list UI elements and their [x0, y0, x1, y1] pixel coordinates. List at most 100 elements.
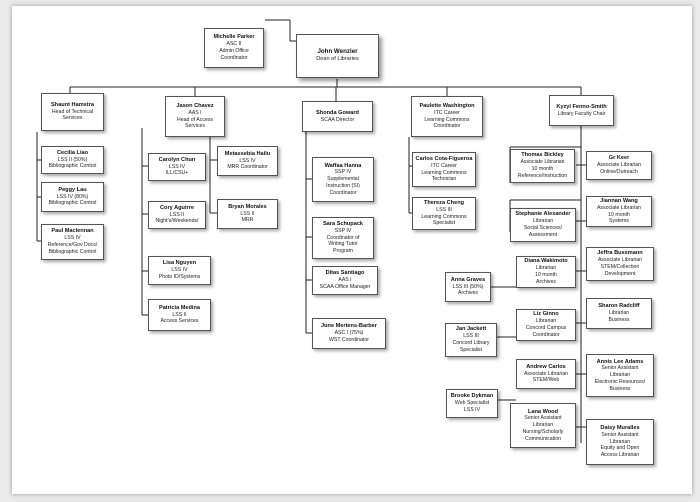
node-name: Ditas Santiago	[325, 270, 365, 277]
org-node-thereza-cheng: Thereza Cheng LSS III Learning Commons S…	[412, 197, 476, 230]
org-node-lana-wood: Lana Wood Senior Assistant Librarian Nur…	[510, 403, 576, 448]
node-name: Gr Keer	[608, 155, 630, 162]
node-title: LSS III Concord Library Specialist	[452, 333, 490, 353]
node-title: SCAA Director	[320, 116, 355, 123]
node-title: Web Specialist LSS IV	[454, 400, 490, 413]
node-title: LSS IV Photo ID/Systems	[158, 267, 201, 280]
org-node-bryan-morales: Bryan Morales LSS II MRR	[217, 199, 278, 229]
node-name: Anna Graves	[450, 276, 486, 283]
node-name: June Mertens-Barber	[321, 323, 377, 330]
org-node-liz-ginno: Liz Ginno Librarian Concord Campus Coord…	[516, 309, 576, 341]
node-name: Metassebia Hailu	[224, 150, 271, 157]
node-title: Librarian Social Sciences/ Assessment	[523, 218, 563, 238]
org-node-ditas-santiago: Ditas Santiago AAS I SCAA Office Manager	[312, 266, 378, 295]
node-title: Dean of Libraries	[316, 56, 359, 63]
node-title: ASC I (75%) WST Coordinator	[329, 330, 369, 343]
org-node-sara-schupack: Sara Schupack SSP IV Coordinator of Writ…	[312, 217, 374, 259]
node-title: Senior Assistant Librarian Nursing/Schol…	[522, 415, 564, 442]
node-title: Librarian Concord Campus Coordinator	[525, 318, 567, 338]
node-title: Associate Librarian 10 month Reference/I…	[517, 159, 568, 179]
node-title: Associate Librarian 10 month Systems	[596, 204, 642, 225]
org-node-sharon-radcliff: Sharon Radcliff Librarian Business	[586, 298, 652, 329]
node-name: Shaunt Hamstra	[51, 101, 94, 108]
org-node-andrew-carlos: Andrew Carlos Associate Librarian STEM/W…	[516, 359, 576, 389]
node-title: LSS IV ILL/CSU+	[165, 163, 189, 177]
node-title: LSS IV Reference/Gov Docs/ Bibliographic…	[47, 235, 98, 255]
org-node-waffaa-hanna: Waffaa Hanna SSP IV Supplemental Instruc…	[312, 157, 374, 202]
node-name: Cecilia Liao	[56, 149, 89, 156]
node-title: Library Faculty Chair	[557, 110, 606, 117]
node-title: LSS II Access Services	[160, 311, 199, 325]
node-name: Peggy Lau	[58, 186, 87, 193]
org-node-john-wenzler: John Wenzler Dean of Libraries	[296, 34, 379, 78]
node-title: Associate Librarian STEM/Collection Deve…	[597, 257, 643, 277]
node-name: Sharon Radcliff	[598, 303, 640, 310]
node-name: Thomas Bickley	[521, 152, 564, 159]
node-title: Librarian 10 month Archives	[535, 265, 557, 285]
node-title: ASC II Admin Office Coordinator	[219, 41, 249, 61]
org-node-anna-graves: Anna Graves LSS III (50%) Archives	[445, 272, 491, 302]
org-node-diana-wakimoto: Diana Wakimoto Librarian 10 month Archiv…	[516, 256, 576, 288]
org-node-jan-jackett: Jan Jackett LSS III Concord Library Spec…	[445, 323, 497, 357]
node-title: LSS IV MRR Coordinator	[227, 157, 268, 171]
org-node-gr-keer: Gr Keer Associate Librarian Online/Outre…	[586, 151, 652, 180]
node-name: Sara Schupack	[322, 221, 364, 227]
org-node-patricia-medina: Patricia Medina LSS II Access Services	[148, 299, 211, 331]
node-title: SSP IV Coordinator of Writing Tutor Prog…	[326, 227, 360, 255]
node-name: Daisy Muralles	[600, 425, 640, 431]
org-node-cory-aguirre: Cory Aguirre LSS II Night's/Weekends/	[148, 201, 206, 229]
node-name: Jan Jackett	[455, 326, 487, 333]
node-name: Diana Wakimoto	[524, 258, 568, 265]
org-node-lisa-nguyen: Lisa Nguyen LSS IV Photo ID/Systems	[148, 256, 211, 285]
node-title: LSS III Learning Commons Specialist	[421, 206, 467, 227]
node-title: Associate Librarian Online/Outreach	[596, 162, 642, 175]
org-node-brooke-dykman: Brooke Dykman Web Specialist LSS IV	[446, 389, 498, 418]
node-name: Liz Ginno	[533, 311, 559, 318]
node-title: LSS III (50%) Archives	[452, 283, 484, 297]
node-title: Senior Assistant Librarian Electronic Re…	[594, 365, 646, 392]
node-title: ITC Career Learning Commons Technician	[421, 162, 467, 183]
org-node-paulette-washington: Paulette Washington ITC Career Learning …	[411, 96, 483, 137]
node-name: Paul Maclennan	[51, 228, 94, 235]
org-node-peggy-lau: Peggy Lau LSS IV (80%) Bibliographic Con…	[41, 182, 104, 212]
org-node-jiannan-wang: Jiannan Wang Associate Librarian 10 mont…	[586, 196, 652, 227]
org-node-paul-maclennan: Paul Maclennan LSS IV Reference/Gov Docs…	[41, 224, 104, 260]
org-node-stephanie-alexander: Stephanie Alexander Librarian Social Sci…	[510, 208, 576, 242]
node-name: Paulette Washington	[419, 102, 475, 109]
node-title: LSS II Night's/Weekends/	[155, 211, 199, 225]
node-name: Carolyn Chun	[158, 156, 196, 163]
node-name: Kyzyl Fenno-Smith	[556, 103, 607, 110]
org-node-michelle-parker: Michelle Parker ASC II Admin Office Coor…	[204, 28, 264, 68]
node-name: Andrew Carlos	[526, 363, 566, 370]
node-name: Bryan Morales	[228, 203, 267, 210]
node-title: SSP IV Supplemental Instruction (SI) Coo…	[326, 169, 360, 196]
node-name: Stephanie Alexander	[515, 211, 571, 218]
org-node-june-mertens-barber: June Mertens-Barber ASC I (75%) WST Coor…	[312, 318, 386, 349]
node-name: Waffaa Hanna	[324, 162, 362, 169]
node-name: Carlos Cota-Figueroa	[415, 155, 473, 162]
node-title: LSS II (50%) Bibliographic Control	[48, 156, 97, 170]
org-node-kyzyl-fenno-smith: Kyzyl Fenno-Smith Library Faculty Chair	[549, 95, 614, 126]
node-name: Thereza Cheng	[423, 199, 465, 206]
node-name: Patricia Medina	[158, 304, 201, 311]
node-name: Michelle Parker	[213, 34, 255, 41]
node-name: Annis Lee Adams	[596, 358, 644, 365]
org-node-metassebia-hailu: Metassebia Hailu LSS IV MRR Coordinator	[217, 146, 278, 176]
node-name: Jiannan Wang	[600, 197, 638, 204]
node-title: AAS I SCAA Office Manager	[319, 277, 371, 290]
org-node-shonda-goward: Shonda Goward SCAA Director	[302, 101, 373, 132]
node-title: Head of Technical Services	[51, 108, 94, 122]
node-name: Brooke Dykman	[450, 393, 494, 400]
node-title: Associate Librarian STEM/Web	[523, 370, 569, 384]
node-name: Lana Wood	[527, 408, 559, 415]
node-title: LSS IV (80%) Bibliographic Control	[48, 193, 97, 207]
org-node-carolyn-chun: Carolyn Chun LSS IV ILL/CSU+	[148, 153, 206, 181]
node-name: John Wenzler	[317, 48, 358, 56]
node-name: Jason Chavez	[176, 102, 214, 109]
node-title: ITC Career Learning Commons Coordinator	[424, 109, 470, 130]
org-node-annis-lee-adams: Annis Lee Adams Senior Assistant Librari…	[586, 354, 654, 397]
node-title: AAS I Head of Access Services	[176, 109, 214, 130]
node-name: Lisa Nguyen	[162, 260, 197, 267]
org-node-cecilia-liao: Cecilia Liao LSS II (50%) Bibliographic …	[41, 146, 104, 174]
node-title: Librarian Business	[608, 310, 630, 323]
